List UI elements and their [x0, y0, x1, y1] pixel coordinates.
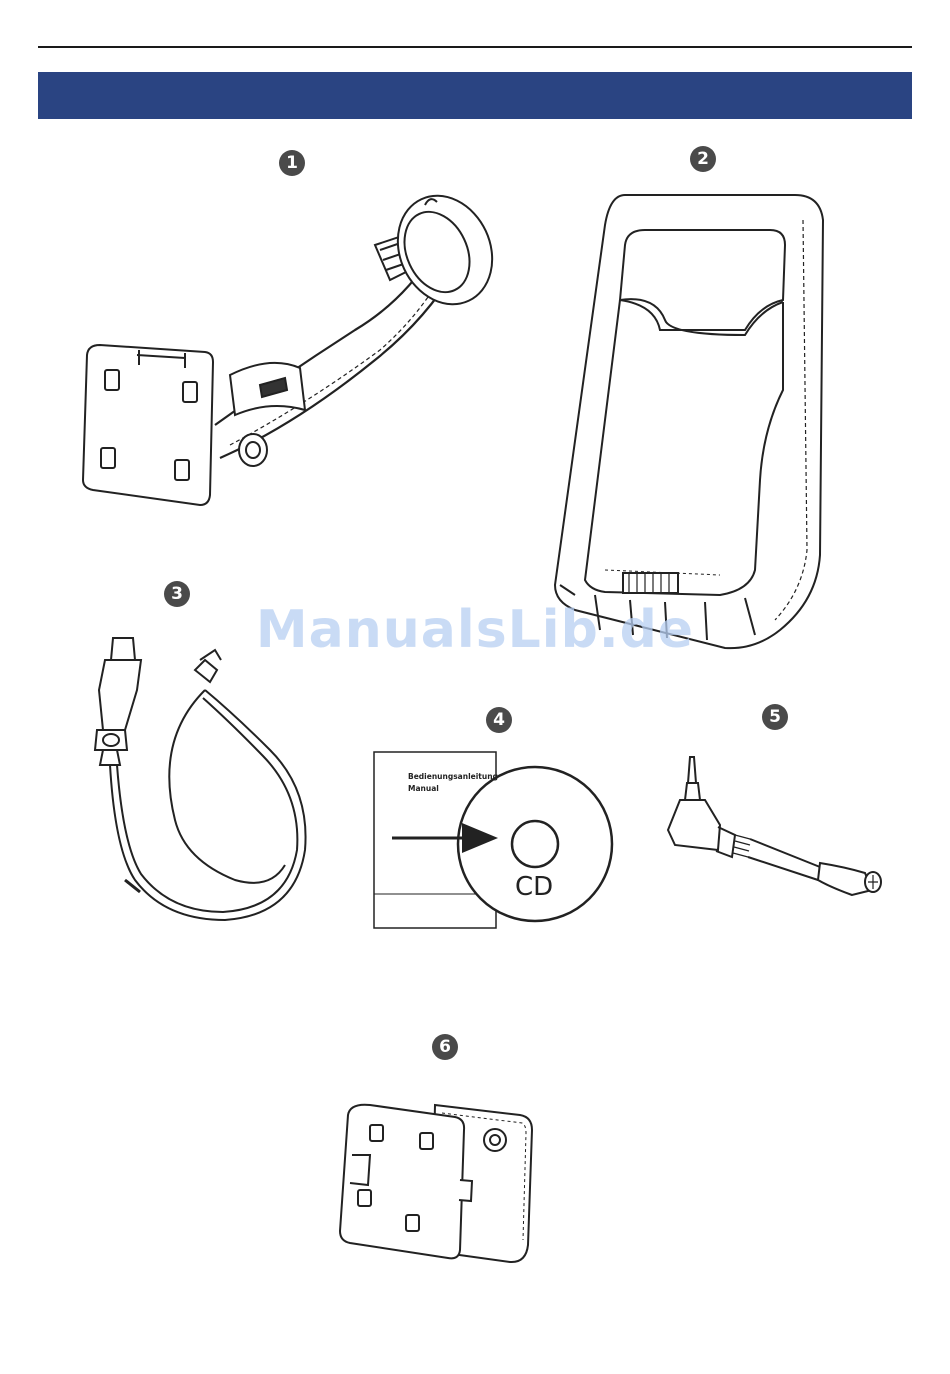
- suction-mount-illustration: [75, 190, 515, 520]
- adhesive-plates-illustration: [330, 1095, 545, 1270]
- item-number-5: 5: [762, 704, 788, 730]
- item-number-2: 2: [690, 146, 716, 172]
- manual-title-line1: Bedienungsanleitung: [408, 772, 498, 781]
- cd-label: CD: [515, 872, 553, 902]
- section-header-bar: [38, 72, 912, 119]
- item-number-4: 4: [486, 707, 512, 733]
- car-charger-cable-illustration: [55, 630, 330, 940]
- item-number-3: 3: [164, 581, 190, 607]
- item-number-1: 1: [279, 150, 305, 176]
- manual-title-line2: Manual: [408, 784, 439, 793]
- audio-adapter-illustration: [660, 755, 890, 900]
- top-rule: [38, 46, 912, 48]
- item-number-6: 6: [432, 1034, 458, 1060]
- device-holder-illustration: [545, 190, 840, 655]
- manual-and-cd-illustration: Bedienungsanleitung Manual CD: [370, 748, 620, 938]
